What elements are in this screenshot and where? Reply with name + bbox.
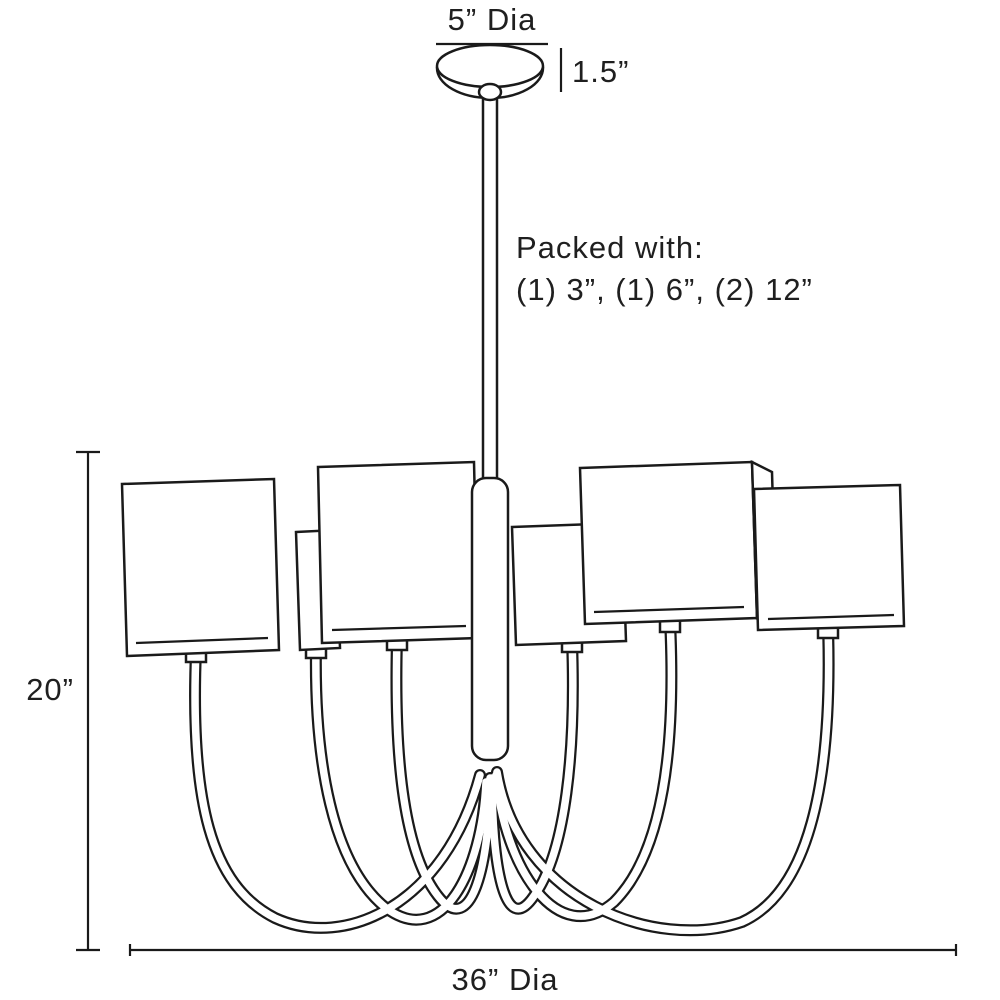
arm-left-2-highlight <box>312 642 490 924</box>
arm-left-1-highlight <box>191 646 484 932</box>
arm-right-2-highlight <box>492 616 676 920</box>
bottom-diameter-label: 36” Dia <box>452 962 559 997</box>
chandelier-arms <box>188 614 835 937</box>
top-diameter-label: 5” Dia <box>448 2 537 37</box>
shade-front-left <box>120 477 281 658</box>
arm-connectors <box>184 616 840 664</box>
packed-with-line1: Packed with: <box>516 230 704 265</box>
arm-left-3-highlight <box>392 634 494 913</box>
lamp-shades <box>120 459 906 658</box>
shade-front-left-rim <box>135 636 269 645</box>
shade-mid-left <box>316 460 480 645</box>
fixture-height-label: 20” <box>26 672 74 707</box>
shade-front-right <box>752 483 906 632</box>
arm-right-1-highlight <box>493 622 833 934</box>
center-column <box>470 476 510 762</box>
canopy-top <box>435 43 545 89</box>
shade-back-right-rim <box>593 605 745 614</box>
stem-assembly <box>435 43 545 762</box>
shade-mid-left-rim <box>331 624 467 632</box>
packed-with-line2: (1) 3”, (1) 6”, (2) 12” <box>516 272 813 307</box>
canopy-height-label: 1.5” <box>572 54 629 89</box>
canopy-hub <box>477 82 503 102</box>
hanging-rod <box>481 90 499 486</box>
arm-right-3-highlight <box>488 636 577 913</box>
shade-front-right-rim <box>767 613 895 621</box>
shade-back-right <box>578 460 759 626</box>
dimension-annotations: 5” Dia 1.5” Packed with: (1) 3”, (1) 6”,… <box>26 2 958 997</box>
